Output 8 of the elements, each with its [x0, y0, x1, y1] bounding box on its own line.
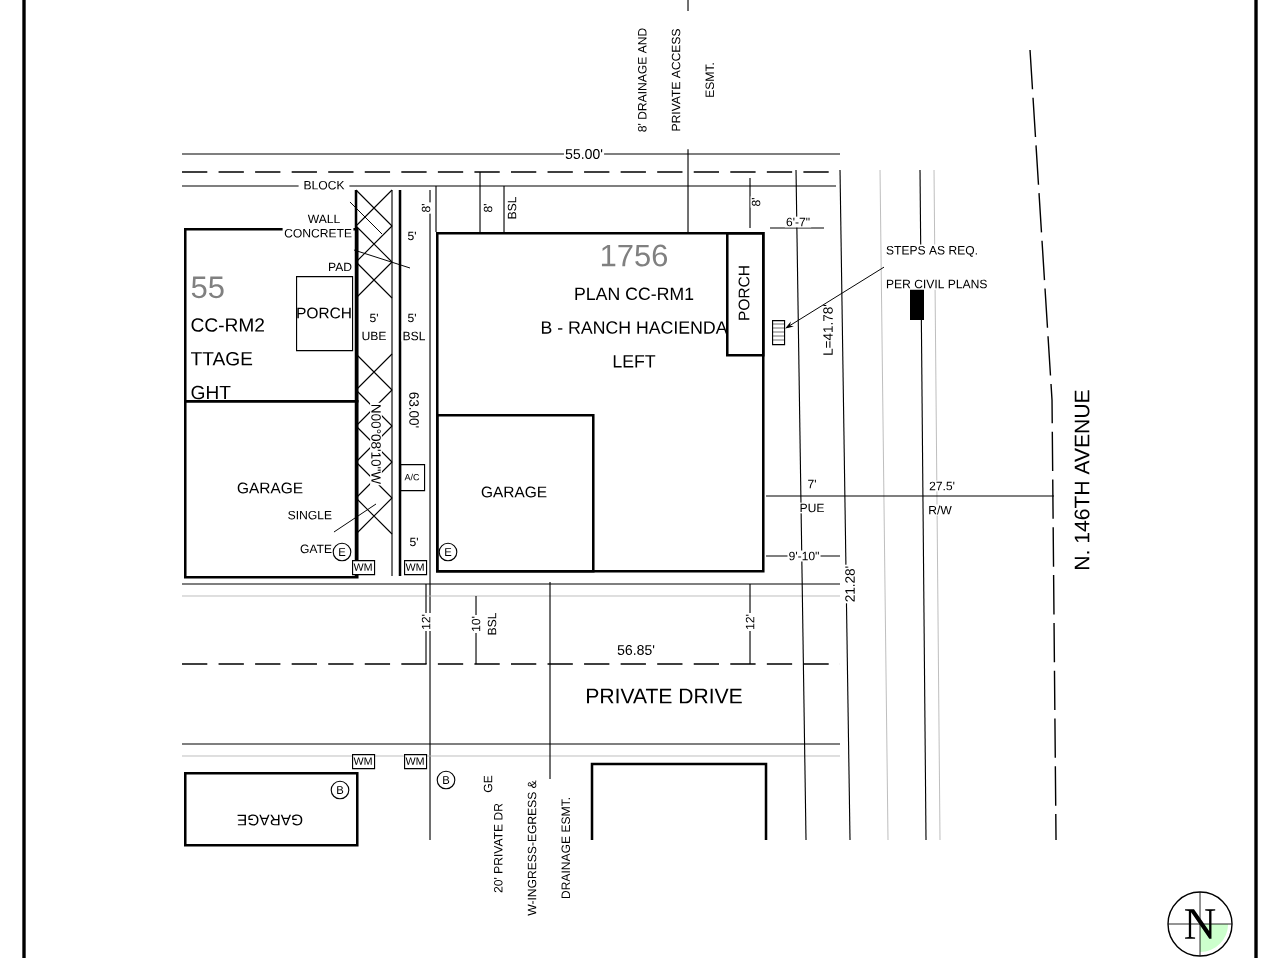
- leader-line: [353, 249, 411, 269]
- leader-line: [349, 201, 383, 235]
- drive-label: PRIVATE DRIVE: [584, 687, 744, 705]
- leader-line: [333, 503, 377, 533]
- north-label: N: [1185, 909, 1216, 939]
- leader-line: [785, 266, 885, 329]
- steps-symbol: [771, 320, 786, 346]
- street-name: N. 146TH AVENUE: [1073, 388, 1091, 572]
